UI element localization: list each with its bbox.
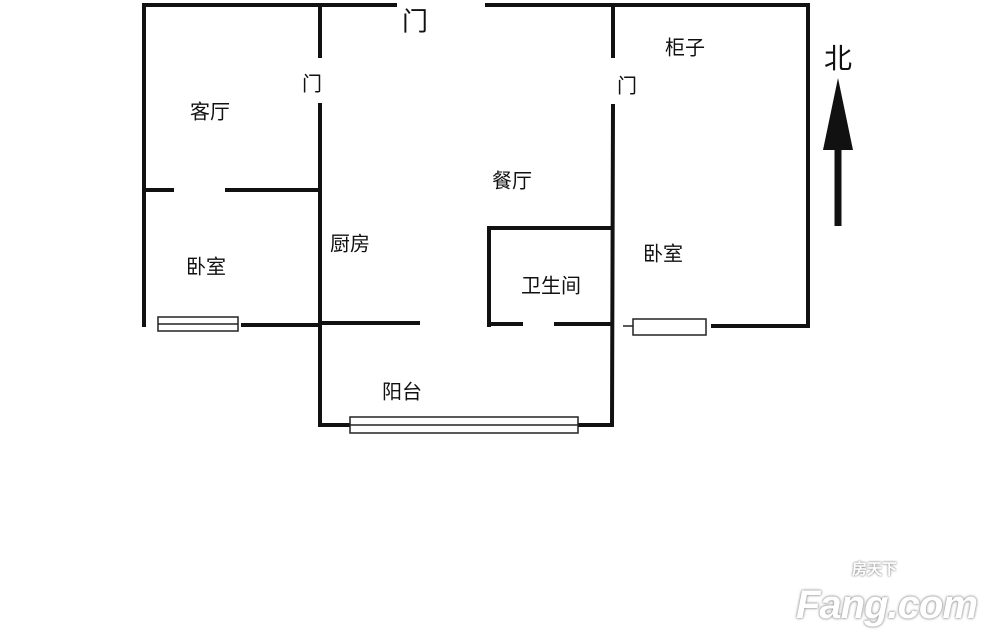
room-label-living-room: 客厅 [190,99,230,124]
watermark-en: Fang.com [796,583,978,627]
north-label: 北 [823,42,853,75]
wall [609,103,616,428]
room-label-cabinet: 柜子 [665,35,705,60]
north-arrow-icon [823,78,853,226]
room-label-dining-room: 餐厅 [492,168,532,193]
living-door-label: 门 [302,71,322,96]
watermark-cn: 房天下 [852,560,898,578]
room-label-bedroom-left: 卧室 [186,254,226,279]
entrance-door-label: 门 [401,7,429,38]
room-label-bedroom-right: 卧室 [643,241,683,266]
room-label-kitchen: 厨房 [330,231,370,256]
room-label-balcony: 阳台 [382,379,422,404]
room-label-bathroom: 卫生间 [521,273,581,298]
bedroom-door-label: 门 [617,73,637,98]
watermark-logo: 房天下 Fang.com [796,559,986,631]
window [632,318,707,336]
